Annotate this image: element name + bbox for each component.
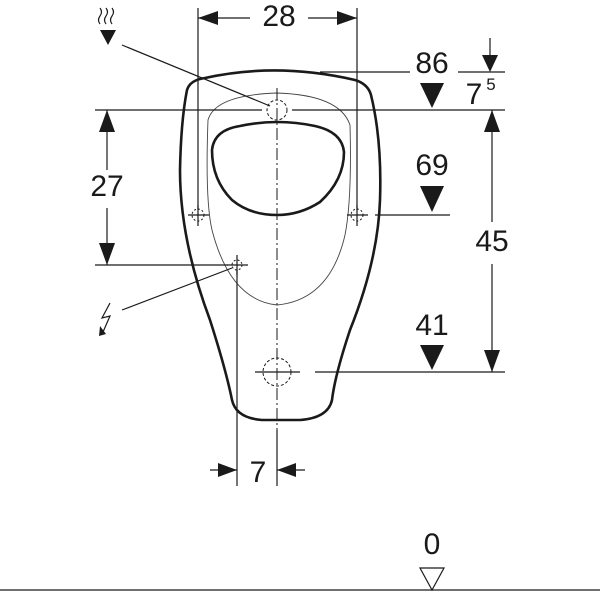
svg-text:0: 0 — [424, 528, 441, 561]
water-supply-icon — [97, 7, 116, 45]
svg-text:7: 7 — [250, 456, 267, 489]
dimension-86: 86 — [320, 47, 505, 108]
floor-level: 0 — [0, 528, 600, 592]
dimension-28: 28 — [197, 0, 358, 210]
dimension-41: 41 — [315, 309, 505, 373]
svg-text:5: 5 — [486, 75, 495, 94]
urinal-outline — [178, 69, 382, 422]
bowl-opening — [210, 120, 346, 217]
svg-text:86: 86 — [415, 47, 448, 80]
svg-text:28: 28 — [262, 0, 295, 33]
dimension-69: 69 — [375, 149, 450, 216]
svg-text:45: 45 — [475, 225, 508, 258]
svg-text:7: 7 — [466, 78, 483, 111]
supply-connection — [266, 99, 288, 121]
dimension-7: 7 — [210, 270, 305, 489]
dimension-27: 27 — [90, 110, 228, 266]
svg-text:41: 41 — [415, 309, 448, 342]
svg-text:69: 69 — [415, 149, 448, 182]
electric-leader-line — [121, 267, 233, 311]
dimension-45: 45 — [475, 110, 509, 372]
outlet-connection — [255, 357, 300, 387]
supply-leader-line — [121, 44, 271, 107]
svg-text:27: 27 — [90, 170, 123, 203]
electric-connection-icon — [99, 302, 112, 336]
dimension-7-5: 7 5 — [466, 38, 498, 111]
